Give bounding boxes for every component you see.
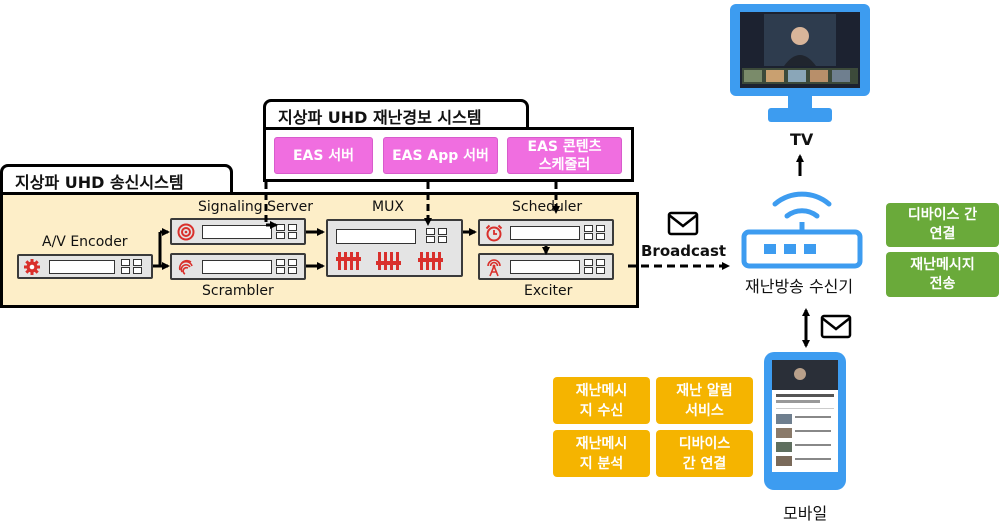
message-analysis-block: 재난메시 지 분석 [553, 430, 650, 477]
mux-device [326, 219, 463, 277]
exciter-label: Exciter [524, 283, 573, 299]
signaling-server-device [170, 218, 306, 245]
exciter-slot [510, 260, 580, 274]
router-icon [741, 191, 863, 269]
eas-app-server-block: EAS App 서버 [383, 137, 498, 174]
tv-label: TV [790, 130, 814, 149]
signaling-server-slot [202, 225, 272, 239]
envelope-icon [820, 314, 852, 339]
mux-label: MUX [372, 199, 404, 215]
alert-system-title: 지상파 UHD 재난경보 시스템 [263, 99, 529, 130]
gear-icon [24, 259, 40, 275]
mobile-label: 모바일 [783, 504, 828, 523]
antenna-icon [487, 259, 501, 277]
fingerprint-icon [178, 259, 193, 275]
av-encoder-label: A/V Encoder [42, 234, 128, 250]
broadcast-label: Broadcast [641, 242, 727, 260]
av-encoder-device [17, 254, 153, 279]
eas-server-block: EAS 서버 [274, 137, 373, 174]
exciter-device [478, 253, 614, 280]
receiver-label: 재난방송 수신기 [745, 277, 854, 296]
message-send-block: 재난메시지 전송 [886, 252, 999, 297]
scrambler-label: Scrambler [202, 283, 274, 299]
alert-system-box [263, 127, 634, 182]
signaling-server-label: Signaling Server [198, 199, 314, 215]
eas-content-scheduler-block: EAS 콘텐츠 스케줄러 [507, 137, 622, 174]
alert-system-title-text: 지상파 UHD 재난경보 시스템 [278, 108, 482, 127]
scheduler-device [478, 219, 614, 246]
av-encoder-slot [49, 260, 115, 274]
scrambler-device [170, 253, 306, 280]
device-link-mobile-block: 디바이스 간 연결 [656, 430, 753, 477]
scheduler-label: Scheduler [512, 199, 583, 215]
alarm-clock-icon [485, 224, 503, 242]
scrambler-slot [202, 260, 272, 274]
mobile-phone-icon [764, 352, 846, 490]
equalizer-icon [336, 252, 443, 270]
tv-icon [730, 4, 870, 122]
transmit-system-title: 지상파 UHD 송신시스템 [0, 164, 233, 195]
device-link-block: 디바이스 간 연결 [886, 203, 999, 247]
envelope-icon [667, 211, 699, 236]
target-icon [177, 223, 195, 241]
message-receive-block: 재난메시 지 수신 [553, 377, 650, 424]
alert-service-block: 재난 알림 서비스 [656, 377, 753, 424]
transmit-system-title-text: 지상파 UHD 송신시스템 [15, 173, 184, 192]
transmit-system-box [0, 192, 639, 308]
scheduler-slot [510, 226, 580, 240]
mux-slot [336, 229, 416, 244]
